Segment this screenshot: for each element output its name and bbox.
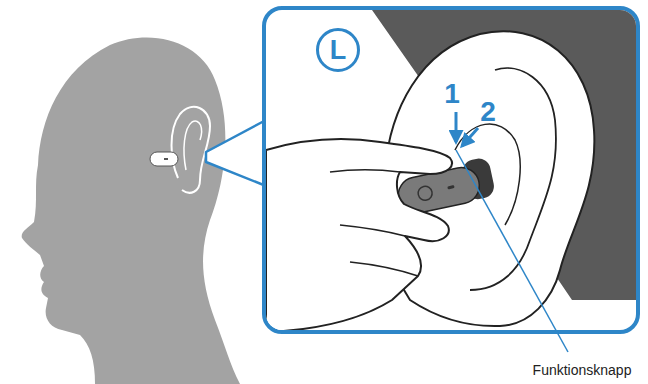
- head-silhouette: [22, 38, 240, 384]
- hand: [266, 139, 452, 330]
- step-number: 2: [480, 98, 496, 126]
- side-badge: L: [316, 28, 360, 72]
- earbud-logo: [417, 185, 434, 202]
- press-arrow-2: [462, 128, 478, 146]
- ear-outline: [384, 31, 595, 326]
- small-ear: [172, 107, 211, 193]
- small-earbud-mark: [164, 158, 168, 160]
- side-letter: L: [330, 35, 347, 66]
- press-arrow-1: [455, 112, 458, 142]
- finger-lines: [330, 170, 418, 276]
- step-number: 1: [444, 80, 460, 108]
- earbud-led: [447, 185, 454, 189]
- small-earbud: [150, 152, 178, 166]
- leader-line: [456, 150, 568, 352]
- callout-wedge: [206, 120, 266, 186]
- small-ear-inner: [184, 121, 202, 170]
- part-name: Funktionsknapp: [533, 363, 632, 377]
